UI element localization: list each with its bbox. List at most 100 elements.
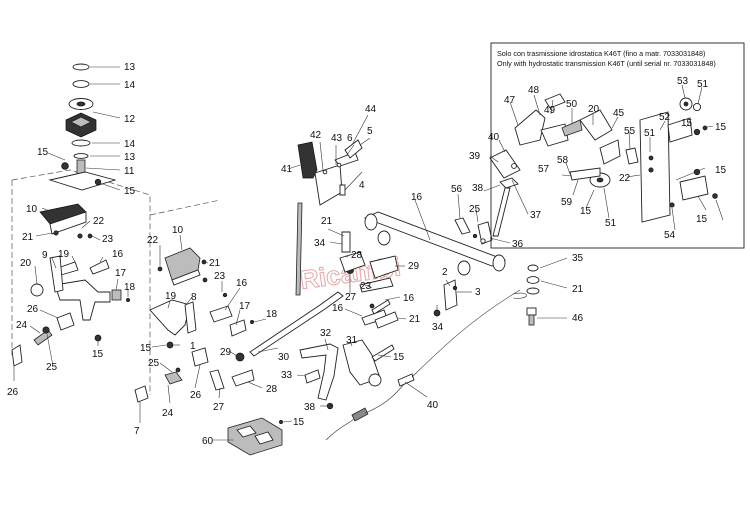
callout: 40 — [427, 400, 439, 411]
callout: 27 — [213, 402, 225, 413]
callout: 9 — [42, 250, 48, 261]
callout: 51 — [605, 218, 617, 229]
callout: 11 — [124, 166, 135, 177]
callout: 13 — [124, 152, 136, 163]
callout: 22 — [147, 235, 159, 246]
callout: 6 — [347, 133, 353, 144]
callout: 15 — [696, 214, 708, 225]
callout: 51 — [644, 128, 656, 139]
callout: 13 — [124, 62, 136, 73]
callout: 17 — [239, 301, 251, 312]
callout: 19 — [58, 249, 70, 260]
callout: 23 — [102, 234, 114, 245]
callout: 15 — [37, 147, 49, 158]
callout: 44 — [365, 104, 377, 115]
callout: 15 — [140, 343, 152, 354]
push-rod — [249, 202, 344, 357]
callout: 59 — [561, 197, 573, 208]
callout: 51 — [697, 79, 709, 90]
callout: 3 — [475, 287, 481, 298]
callout: 52 — [659, 112, 671, 123]
callout: 10 — [26, 204, 38, 215]
lower-linkage — [299, 289, 521, 441]
callout: 16 — [236, 278, 248, 289]
callout: 18 — [124, 282, 136, 293]
callout: 57 — [538, 164, 550, 175]
callout: 40 — [488, 132, 500, 143]
callout: 25 — [46, 362, 58, 373]
callout: 32 — [320, 328, 332, 339]
callout: 7 — [134, 426, 140, 437]
callout: 15 — [393, 352, 405, 363]
seat-switch-stack — [48, 63, 117, 191]
control-lever-group — [297, 139, 363, 206]
callout: 28 — [351, 250, 363, 261]
callout: 20 — [20, 258, 32, 269]
callout: 15 — [92, 349, 104, 360]
callout: 30 — [278, 352, 290, 363]
callout: 16 — [411, 192, 423, 203]
callout: 25 — [148, 358, 160, 369]
callout: 2 — [442, 267, 448, 278]
right-linkage — [454, 149, 521, 245]
callout: 15 — [124, 186, 136, 197]
inset-box — [490, 42, 745, 249]
callout: 54 — [664, 230, 676, 241]
callout: 39 — [469, 151, 481, 162]
callout: 47 — [504, 95, 516, 106]
callout: 55 — [624, 126, 636, 137]
callout: 23 — [214, 271, 226, 282]
callout: 38 — [304, 402, 316, 413]
callout: 19 — [165, 291, 177, 302]
callout: 31 — [346, 335, 358, 346]
callout: 48 — [528, 85, 540, 96]
callout: 29 — [408, 261, 420, 272]
callout: 53 — [677, 76, 689, 87]
callout: 50 — [566, 99, 578, 110]
callout: 15 — [293, 417, 305, 428]
callout: 22 — [93, 216, 105, 227]
callout: 56 — [451, 184, 463, 195]
callout: 24 — [16, 320, 28, 331]
callout: 22 — [619, 173, 631, 184]
callout: 1 — [190, 341, 196, 352]
callout: 34 — [314, 238, 326, 249]
callout: 33 — [281, 370, 293, 381]
inset-parts — [514, 93, 718, 223]
callout: 4 — [359, 180, 365, 191]
callout: 34 — [432, 322, 444, 333]
cable-end-hardware — [512, 264, 540, 326]
callout: 26 — [7, 387, 19, 398]
callout: 12 — [124, 114, 136, 125]
callout: 21 — [321, 216, 333, 227]
callout: 21 — [209, 258, 221, 269]
callout: 37 — [530, 210, 542, 221]
callout: 27 — [345, 292, 357, 303]
callout: 14 — [124, 139, 136, 150]
leader-lines — [13, 66, 724, 441]
callout: 25 — [469, 204, 481, 215]
main-shaft — [339, 211, 507, 329]
callout: 16 — [403, 293, 415, 304]
callout: 16 — [332, 303, 344, 314]
callout: 28 — [266, 384, 278, 395]
callout: 8 — [191, 292, 197, 303]
dashed-frame-left — [11, 169, 221, 395]
callout: 21 — [22, 232, 34, 243]
callout: 36 — [512, 239, 524, 250]
callout: 29 — [220, 347, 232, 358]
callout: 5 — [367, 126, 373, 137]
callout: 21 — [409, 314, 421, 325]
callout: 14 — [124, 80, 136, 91]
callout: 18 — [266, 309, 278, 320]
callout: 46 — [572, 313, 584, 324]
callout: 20 — [588, 104, 600, 115]
callout: 26 — [27, 304, 39, 315]
callout: 49 — [544, 105, 556, 116]
callout: 42 — [310, 130, 322, 141]
callout: 24 — [162, 408, 174, 419]
callout: 38 — [472, 183, 484, 194]
callout: 45 — [613, 108, 625, 119]
inset-note-line2: Only with hydrostatic transmission K46T … — [497, 59, 716, 68]
